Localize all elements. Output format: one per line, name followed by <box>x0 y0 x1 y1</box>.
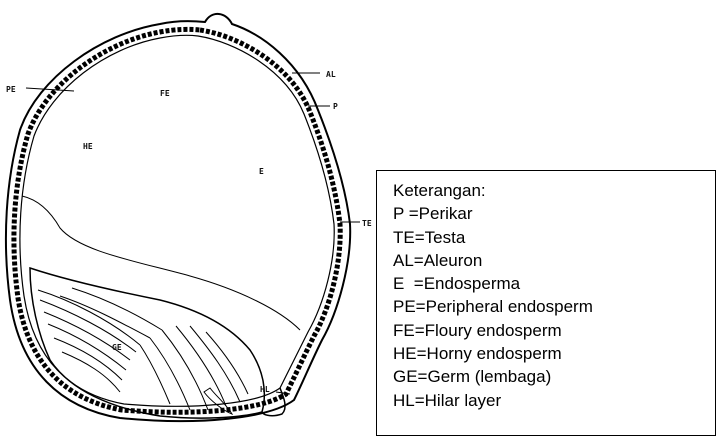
legend-item-p: P =Perikar <box>393 204 473 224</box>
label-e: E <box>259 167 264 176</box>
leader-lines <box>25 72 360 395</box>
germ-striations <box>37 287 249 411</box>
legend-item-pe: PE=Peripheral endosperm <box>393 297 593 317</box>
label-ge: GE <box>112 343 122 352</box>
legend-item-ge: GE=Germ (lembaga) <box>393 367 552 387</box>
legend-box: Keterangan: P =Perikar TE=Testa AL=Aleur… <box>376 170 716 436</box>
horny-floury-boundary <box>21 195 301 331</box>
label-hl: HL <box>260 385 270 394</box>
legend-item-fe: FE=Floury endosperm <box>393 320 562 340</box>
legend-title: Keterangan: <box>393 181 486 200</box>
label-te: TE <box>362 219 372 228</box>
hilar-region <box>261 387 286 417</box>
aleurone-layer <box>11 26 343 415</box>
legend-item-te: TE=Testa <box>393 227 466 247</box>
label-al: AL <box>326 70 336 79</box>
legend-item-e: E =Endosperma <box>393 274 521 294</box>
legend-item-he: HE=Horny endosperm <box>393 344 562 364</box>
legend-item-al: AL=Aleuron <box>393 250 483 270</box>
label-he: HE <box>83 142 93 151</box>
legend-item-hl: HL=Hilar layer <box>393 390 502 410</box>
label-p: P <box>333 102 338 111</box>
label-pe: PE <box>6 85 16 94</box>
germ-tip-loop <box>203 387 234 416</box>
seed-outer-coat <box>4 13 352 423</box>
label-fe: FE <box>160 89 170 98</box>
endosperm-boundary <box>19 34 335 407</box>
